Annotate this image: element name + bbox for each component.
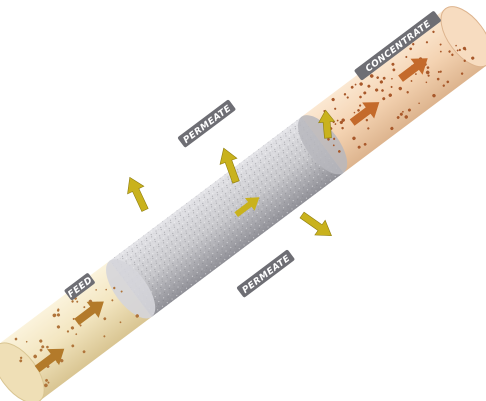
permeate-arrow-left (122, 174, 154, 214)
label-permeate-bottom-text: PERMEATE (241, 253, 293, 296)
arrow-icon (122, 174, 154, 214)
arrow-icon (297, 208, 337, 243)
label-permeate-bottom: PERMEATE (236, 249, 295, 298)
label-permeate-top: PERMEATE (177, 99, 236, 148)
label-permeate-top-text: PERMEATE (182, 103, 234, 146)
permeate-arrow-bottom (297, 208, 337, 243)
